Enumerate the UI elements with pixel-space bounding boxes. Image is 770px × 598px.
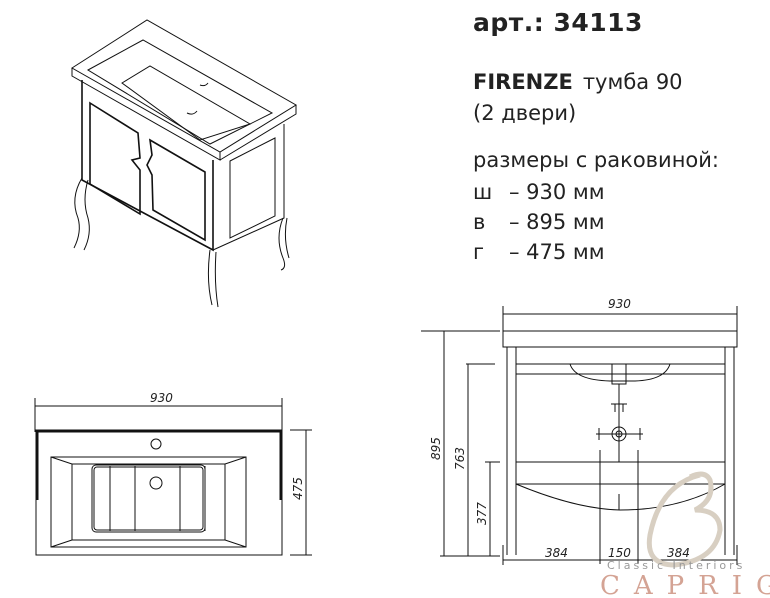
dimensions-heading: размеры с раковиной: [473,148,719,172]
product-name: тумба 90 [582,70,683,94]
isometric-view [71,19,297,308]
top-view-depth-label: 475 [291,477,305,500]
bottom-center-label: 150 [608,546,631,560]
model-name: FIRENZE [473,70,573,94]
product-title: FIRENZE тумба 90 [473,70,683,94]
bottom-left-label: 384 [545,546,568,560]
dim-key: в [473,210,486,234]
logo-tagline: Classic Interiors [607,559,746,572]
front-view: 930 895 763 377 384 150 [421,297,738,565]
dim-value: – 930 мм [509,180,605,204]
logo-monogram-icon [646,471,723,568]
dim-value: – 895 мм [509,210,605,234]
height-shelf-label: 377 [475,502,489,525]
dimension-height: в – 895 мм [473,210,605,234]
drain-hole-icon [149,476,163,490]
dim-key: ш [473,180,493,204]
bottom-right-label: 384 [667,546,690,560]
faucet-hole-icon [150,438,162,450]
product-subtitle: (2 двери) [473,101,577,125]
top-view: 930 475 [34,391,312,556]
logo-brand: CAPRIGO [600,571,770,598]
dim-key: г [473,240,485,264]
height-total-label: 895 [429,437,443,460]
front-view-width-label: 930 [608,297,631,311]
dimension-width: ш – 930 мм [473,180,605,204]
dimension-depth: г – 475 мм [473,240,605,264]
dim-value: – 475 мм [509,240,605,264]
height-rail-label: 763 [453,447,467,470]
article-number: арт.: 34113 [473,8,643,37]
top-view-width-label: 930 [150,391,173,405]
